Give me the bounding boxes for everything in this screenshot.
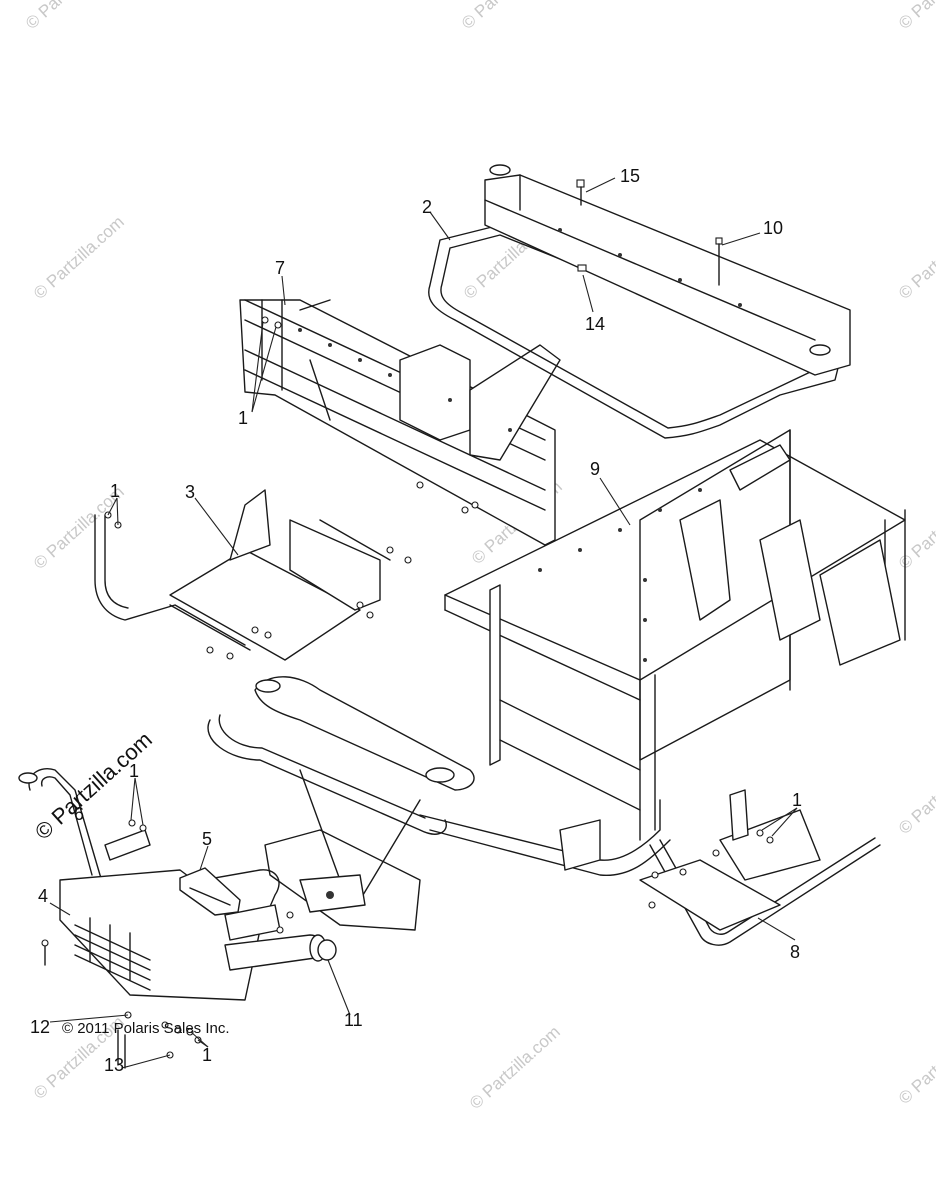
watermark-text: © Partzilla.com	[895, 747, 936, 838]
watermark-text: © Partzilla.com	[895, 0, 936, 33]
callout-5: 5	[202, 829, 212, 849]
part-2-bed-frame	[428, 164, 851, 439]
callout-1: 1	[129, 761, 139, 781]
callout-1: 1	[238, 408, 248, 428]
callout-1: 1	[110, 481, 120, 501]
part-5-bracket	[179, 867, 241, 916]
callout-1: 1	[202, 1045, 212, 1065]
front-chassis	[207, 676, 671, 931]
callout-14: 14	[585, 314, 605, 334]
callout-8: 8	[790, 942, 800, 962]
watermark-text: © Partzilla.com	[458, 0, 556, 33]
watermark-text: © Partzilla.com	[895, 482, 936, 573]
callout-9: 9	[590, 459, 600, 479]
watermark-text: © Partzilla.com	[895, 1017, 936, 1108]
callout-7: 7	[275, 258, 285, 278]
callout-10: 10	[763, 218, 783, 238]
copyright-notice: © 2011 Polaris Sales Inc.	[62, 1020, 230, 1037]
part-8-step-rail	[639, 789, 881, 946]
watermark-text: © Partzilla.com	[22, 0, 120, 33]
watermark-text: © Partzilla.com	[895, 212, 936, 303]
part-3-seat-pan	[94, 489, 391, 661]
callout-15: 15	[620, 166, 640, 186]
callout-6: 6	[74, 804, 84, 824]
bumper-grille	[74, 917, 151, 991]
callout-3: 3	[185, 482, 195, 502]
callout-4: 4	[38, 886, 48, 906]
callout-11: 11	[344, 1010, 363, 1030]
part-7-seat-frame	[239, 299, 561, 546]
part-9-main-frame	[444, 429, 906, 841]
watermark-text: © Partzilla.com	[466, 1022, 564, 1113]
callout-12: 12	[30, 1017, 50, 1037]
leader-lines	[49, 177, 798, 1069]
callout-13: 13	[104, 1055, 124, 1075]
callout-2: 2	[422, 197, 432, 217]
part-11-plug	[317, 939, 337, 961]
watermark-text: © Partzilla.com	[30, 212, 128, 303]
callout-1: 1	[792, 790, 802, 810]
callout-labels: 15 2 10 7 14 1 1 3 9 6 1 5 1 4 8 11 12 1…	[30, 166, 802, 1075]
